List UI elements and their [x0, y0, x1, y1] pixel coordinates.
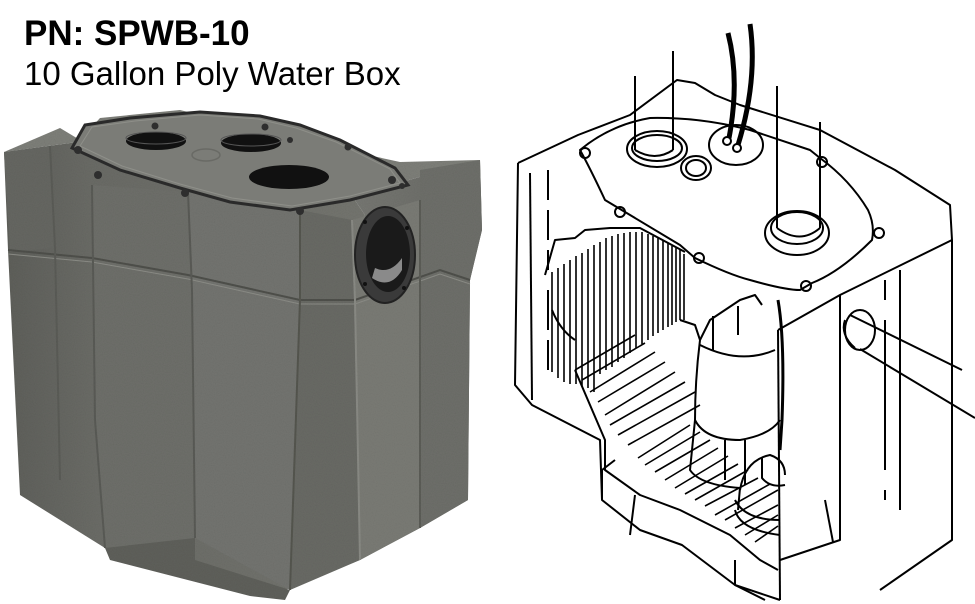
top-opening-2 [221, 134, 281, 152]
product-description: 10 Gallon Poly Water Box [24, 55, 401, 92]
water-box-photo-illustration [4, 110, 482, 600]
part-number: PN: SPWB-10 [24, 14, 250, 53]
cutaway-drawing [500, 0, 975, 604]
top-opening-3 [249, 165, 329, 189]
title-block: PN: SPWB-10 10 Gallon Poly Water Box [24, 14, 401, 94]
cutaway-line-art [514, 23, 975, 601]
top-opening-1 [126, 132, 186, 150]
pump-illustration [689, 294, 786, 536]
lid-plate [69, 110, 411, 215]
side-inlet-fitting [354, 206, 416, 304]
product-photo [4, 110, 482, 600]
